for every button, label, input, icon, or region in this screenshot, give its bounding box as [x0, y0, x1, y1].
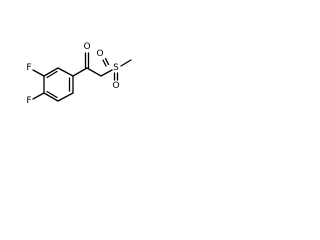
- ring-bond-c3-c4: [43, 92, 59, 102]
- chemical-structure: F F O S O O: [26, 42, 132, 106]
- sulfur-label: S: [113, 63, 119, 73]
- ring-bond-c3-c4-inner: [46, 90, 58, 99]
- bond-c2-fluorine: [32, 69, 45, 77]
- ring-bond-c6-c1: [57, 67, 74, 77]
- bond-sulfonyl-upper-b: [104, 57, 110, 66]
- carbonyl-oxygen-label: O: [83, 42, 90, 52]
- bond-sulfonyl-upper-a: [102, 59, 107, 67]
- bond-carbonyl-ch2: [86, 67, 102, 77]
- bond-sulfur-methyl: [120, 59, 132, 67]
- ring-bond-c4-c5: [57, 92, 74, 102]
- sulfonyl-oxygen-lower-label: O: [112, 81, 119, 91]
- fluorine-lower-label: F: [26, 96, 31, 106]
- sulfonyl-oxygen-upper-label: O: [96, 49, 103, 59]
- bond-c3-fluorine: [32, 92, 45, 100]
- ring-bond-c1-c2-inner: [46, 70, 58, 79]
- benzene-ring: [43, 67, 74, 102]
- fluorine-upper-label: F: [26, 63, 31, 73]
- bond-ch2-sulfur: [100, 69, 113, 77]
- ring-bond-c1-c2: [43, 67, 59, 77]
- bond-ring-carbonyl: [72, 67, 88, 77]
